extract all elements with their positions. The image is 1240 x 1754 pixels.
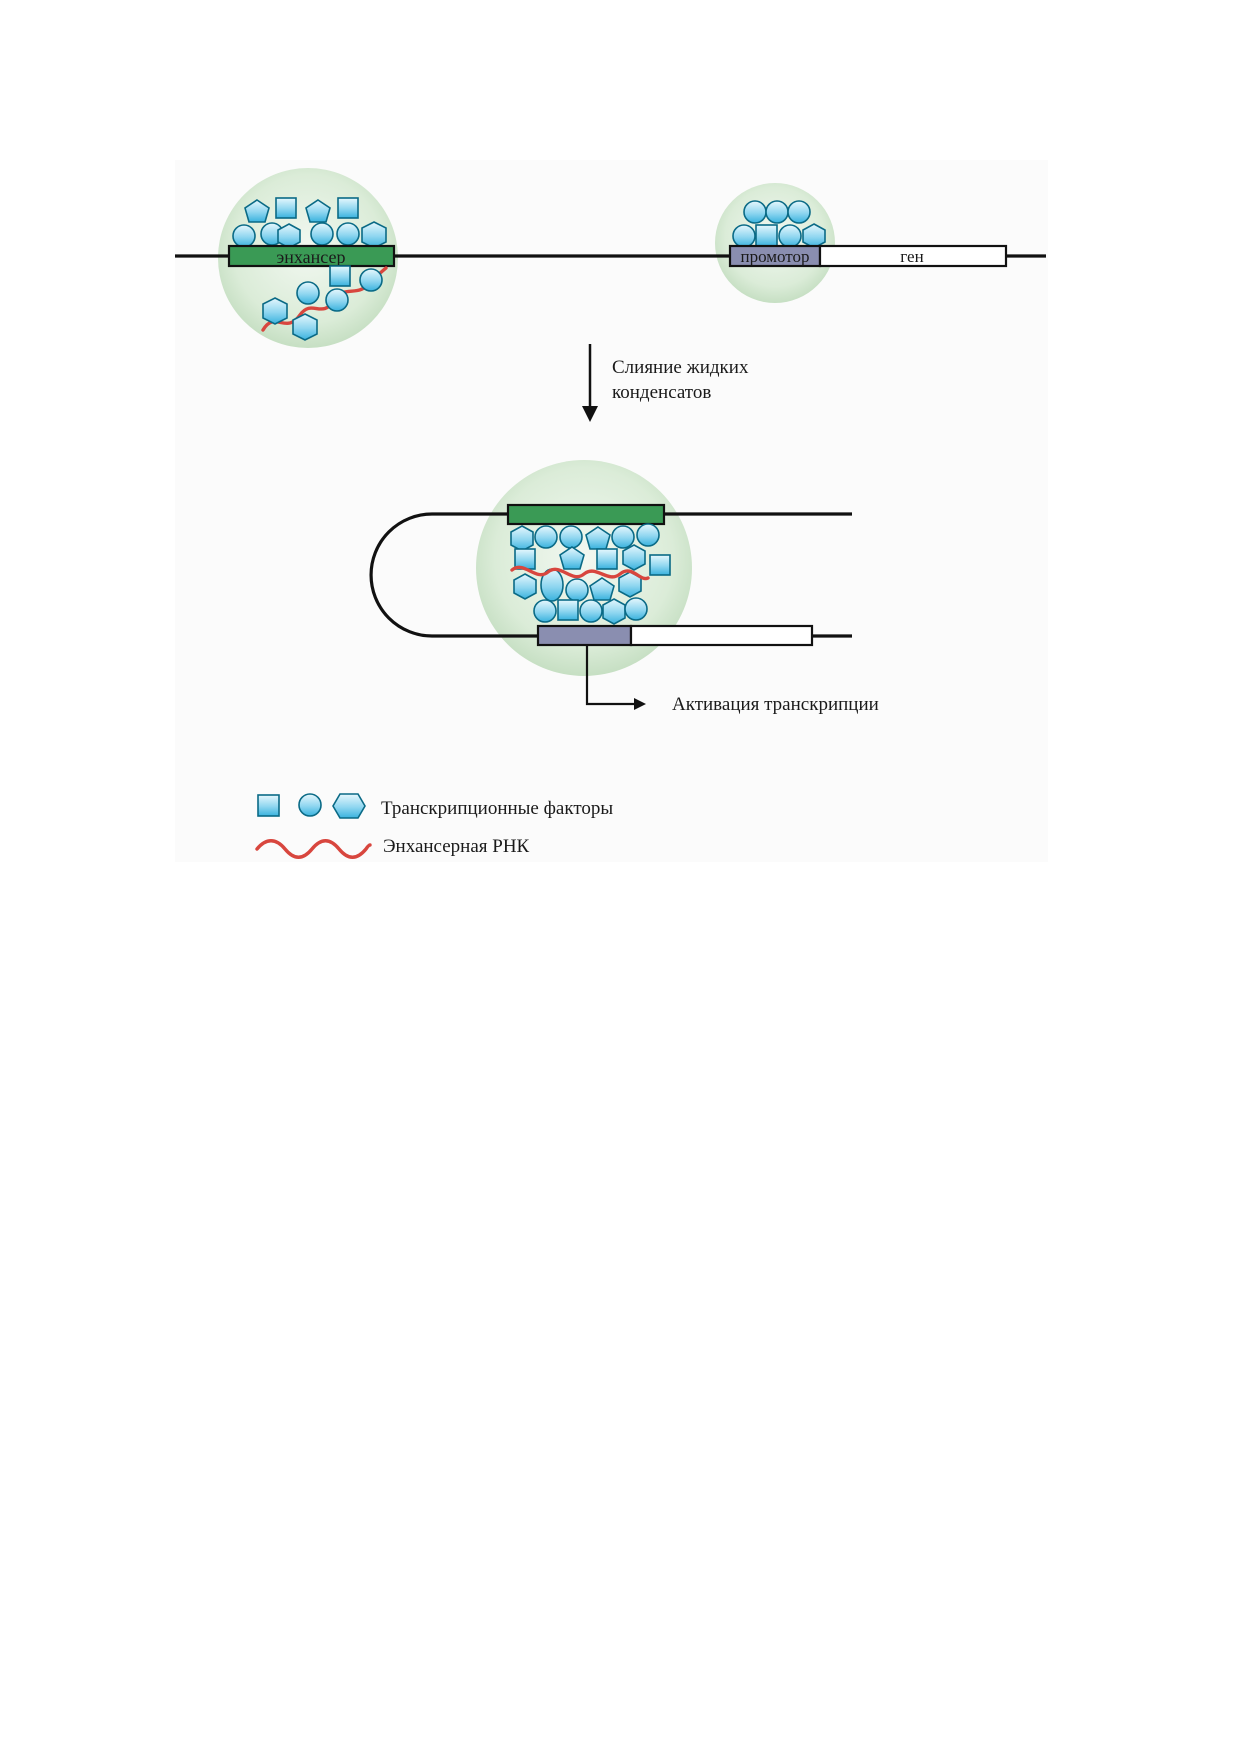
dna-loop xyxy=(369,512,852,638)
tf-hexagon-shape xyxy=(513,573,537,600)
bottom-section: Активация транскрипции xyxy=(369,460,879,715)
tf-circle-shape xyxy=(325,288,349,312)
tf-hexagon-shape xyxy=(602,598,626,625)
fusion-label-line-2: конденсатов xyxy=(612,382,711,403)
fusion-arrow-head-icon xyxy=(582,406,598,422)
gene-bar xyxy=(818,244,1008,268)
fusion-label-line-1: Слияние жидких xyxy=(612,357,749,378)
legend: Транскрипционные факторы Энхансерная РНК xyxy=(255,793,613,859)
tf-square-shape xyxy=(275,197,297,219)
gene-label: ген xyxy=(900,247,923,266)
enhancer-label: энхансер xyxy=(277,247,346,267)
tf-hexagon-shape xyxy=(802,223,826,249)
fusion-transition: Слияние жидких конденсатов xyxy=(582,344,749,422)
tf-circle-shape xyxy=(359,268,383,292)
tf-circle-shape xyxy=(296,281,320,305)
tf-pentagon-shape xyxy=(305,199,331,223)
tf-pentagon-shape xyxy=(589,577,615,601)
legend-tf-circle-icon xyxy=(298,793,322,817)
tf-circle-shape xyxy=(743,200,767,224)
legend-rna-wave-icon xyxy=(255,839,372,859)
fused-enhancer-rna-wave xyxy=(510,565,650,581)
tf-square-shape xyxy=(337,197,359,219)
tf-hexagon-shape xyxy=(277,223,301,249)
promoter-label: промотор xyxy=(740,247,809,266)
legend-rna-label: Энхансерная РНК xyxy=(383,836,530,857)
activation-arrow-head-icon xyxy=(634,698,646,710)
tf-circle-shape xyxy=(787,200,811,224)
tf-hexagon-shape xyxy=(622,544,646,571)
enhancer-tf-cluster xyxy=(232,197,387,249)
fused-tf-cluster xyxy=(510,523,671,625)
tf-square-shape xyxy=(649,554,671,576)
fused-enhancer-bar xyxy=(506,503,666,526)
top-section: энхансер промотор ген xyxy=(175,168,1046,348)
tf-circle-shape xyxy=(336,222,360,246)
fused-gene-bar xyxy=(629,624,814,647)
tf-pentagon-shape xyxy=(244,199,270,223)
tf-circle-shape xyxy=(579,599,603,623)
tf-circle-shape xyxy=(765,200,789,224)
tf-circle-shape xyxy=(534,525,558,549)
tf-circle-shape xyxy=(565,578,589,602)
enhancer-rna-wave xyxy=(261,266,388,332)
legend-tf-label: Транскрипционные факторы xyxy=(381,798,613,819)
activation-arrow-shaft xyxy=(585,646,636,706)
tf-hexagon-shape xyxy=(292,313,318,341)
tf-square-shape xyxy=(329,265,351,287)
tf-circle-shape xyxy=(778,224,802,248)
tf-hexagon-shape xyxy=(510,525,534,552)
tf-hexagon-shape xyxy=(361,221,387,249)
enhancer-bar xyxy=(227,244,396,268)
tf-hexagon-shape xyxy=(262,297,288,325)
promoter-tf-cluster xyxy=(732,200,826,249)
legend-tf-hexagon-icon xyxy=(332,793,366,819)
tf-circle-shape xyxy=(636,523,660,547)
tf-square-shape xyxy=(755,224,778,247)
fused-promoter-bar xyxy=(536,624,633,647)
tf-circle-shape xyxy=(624,597,648,621)
tf-circle-shape xyxy=(533,599,557,623)
enhancer-rna-cluster xyxy=(261,265,388,341)
tf-circle-shape xyxy=(232,224,256,248)
tf-circle-shape xyxy=(310,222,334,246)
tf-square-shape xyxy=(557,599,579,621)
tf-circle-shape xyxy=(732,224,756,248)
tf-circle-shape xyxy=(559,525,583,549)
tf-square-shape xyxy=(596,548,618,570)
tf-pentagon-shape xyxy=(559,546,585,570)
legend-tf-square-icon xyxy=(257,794,280,817)
activation-label: Активация транскрипции xyxy=(672,694,879,715)
tf-circle-shape xyxy=(611,525,635,549)
